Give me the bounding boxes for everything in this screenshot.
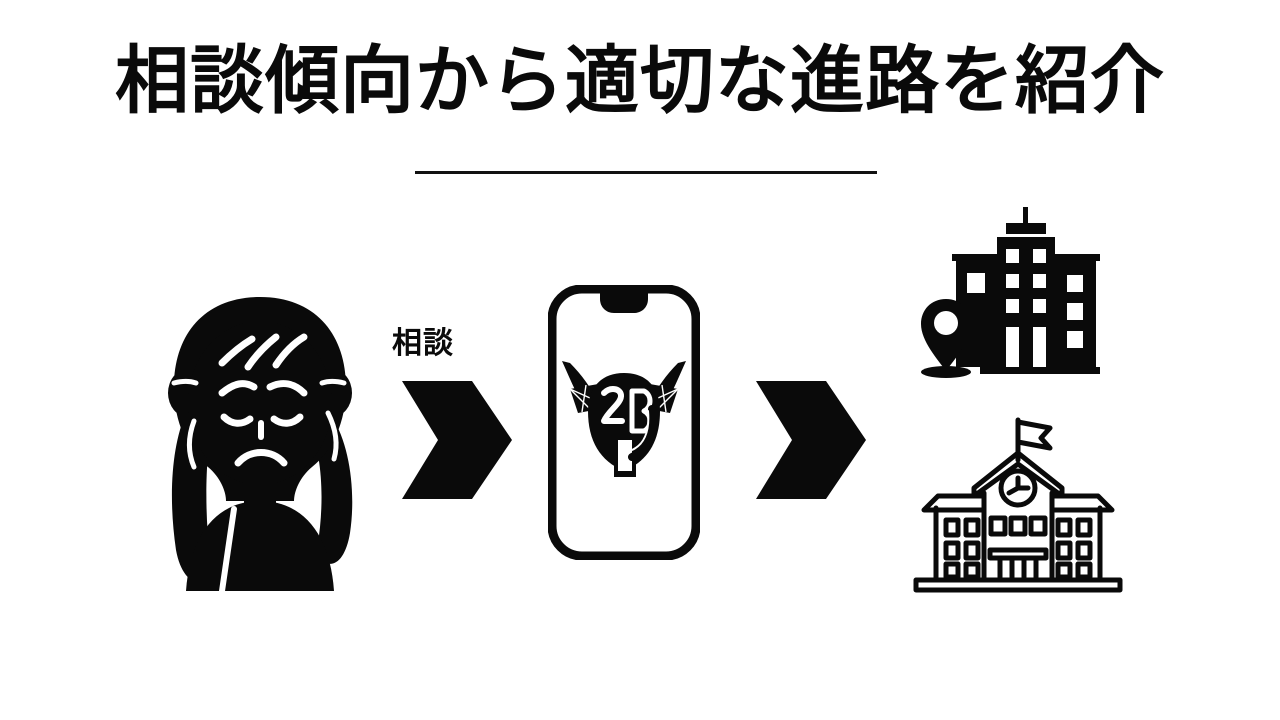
page-title: 相談傾向から適切な進路を紹介 [115, 38, 1165, 124]
chevron-arrow-icon-1 [396, 375, 516, 505]
worried-girl-icon [160, 295, 380, 595]
city-buildings-icon [918, 205, 1108, 380]
school-building-icon [908, 408, 1128, 593]
consult-label: 相談 [392, 326, 454, 361]
flow-diagram: 相談 [0, 190, 1280, 620]
title-divider [415, 171, 877, 174]
chevron-arrow-icon-2 [750, 375, 870, 505]
smartphone-icon [548, 285, 700, 560]
